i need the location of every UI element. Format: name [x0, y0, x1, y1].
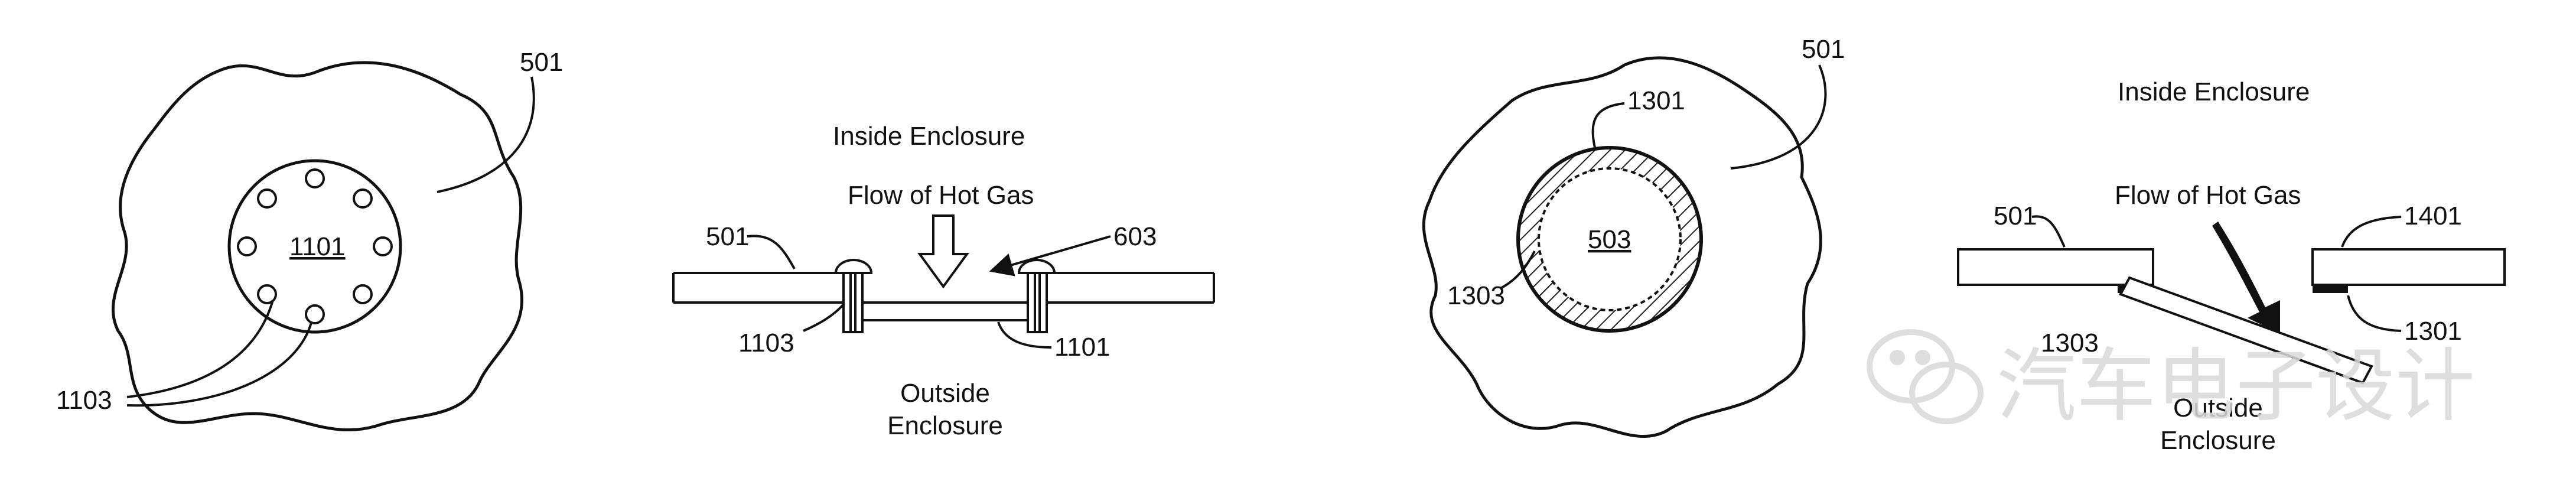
watermark: 汽车电子设计: [1867, 329, 2475, 433]
figure-d: Inside Enclosure Flow of Hot Gas 501 140…: [1957, 77, 2506, 455]
enclosure-ref-label-d: 501: [1994, 201, 2037, 230]
leader-line-603-b: [989, 235, 1111, 277]
hinge-right-ref-label-d: 1301: [2404, 317, 2462, 346]
opening-ref-label-b: 603: [1113, 222, 1157, 251]
leader-line-501-a: [437, 76, 535, 193]
figure-a: 1101 501 1103: [56, 48, 563, 431]
hole: [373, 236, 393, 256]
inside-enclosure-label-b: Inside Enclosure: [833, 122, 1025, 151]
leader-line-1301-d: [2347, 295, 2402, 332]
leader-line-501-c: [1730, 64, 1827, 170]
rivet-right: [1017, 259, 1056, 333]
hole: [353, 284, 373, 304]
leader-line-1301-c: [1591, 102, 1625, 148]
enclosure-ref-label-b: 501: [706, 222, 749, 251]
inside-enclosure-label-d: Inside Enclosure: [2118, 77, 2310, 106]
leader-line-501-d: [2031, 215, 2066, 248]
vent-plate-section: [849, 301, 1041, 321]
leader-line-1101-b: [997, 321, 1052, 349]
figure-b: Inside Enclosure Flow of Hot Gas 5: [672, 122, 1215, 440]
figure-c: 503 1301 1303 501: [1422, 35, 1845, 438]
hinge-left-ref-label-d: 1303: [2041, 329, 2099, 357]
enclosure-wall-left-d: [1957, 248, 2154, 286]
wechat-icon: [1867, 329, 1984, 424]
leader-line-1401-d: [2341, 216, 2402, 248]
outside-label-line1-b: Outside: [900, 379, 990, 408]
leader-line-501-b: [747, 235, 796, 269]
vent-plate-circle: [227, 159, 402, 334]
hole: [237, 236, 257, 256]
leader-line-1303-c: [1500, 251, 1536, 290]
leader-line-1103-b: [803, 303, 845, 332]
ring-ref-label-c: 1301: [1627, 86, 1685, 115]
vent-ref-label-c: 503: [1588, 225, 1631, 254]
enclosure-wall-right-d: [2311, 248, 2506, 286]
leader-line-1103-a2: [126, 322, 312, 407]
enclosure-ref-label-a: 501: [520, 48, 563, 77]
flap-ref-label-d: 1401: [2404, 201, 2462, 230]
flow-of-hot-gas-label-d: Flow of Hot Gas: [2115, 181, 2301, 210]
enclosure-outline-c: [1422, 56, 1822, 438]
hole: [353, 188, 373, 209]
enclosure-wall-b: [672, 272, 1215, 304]
rivet-ref-label-b: 1103: [738, 329, 794, 357]
enclosure-outline-a: [111, 61, 524, 431]
ring-inner-ref-label-c: 1303: [1447, 281, 1505, 310]
hinge-right-d: [2313, 285, 2348, 293]
rivet-left: [834, 259, 873, 333]
plate-ref-label-b: 1101: [1054, 333, 1110, 362]
hole: [257, 284, 277, 304]
flow-arrow-b: [917, 214, 969, 289]
hole-ring: [237, 168, 393, 324]
outside-label-line1-d: Outside: [2173, 394, 2263, 422]
watermark-text: 汽车电子设计: [1997, 340, 2475, 433]
outside-label-line2-b: Enclosure: [887, 411, 1003, 440]
flow-arrow-d: [2212, 222, 2280, 334]
hole: [305, 304, 325, 324]
hole: [257, 188, 277, 209]
leader-line-1103-a1: [126, 300, 274, 398]
vent-flap-d: [2119, 276, 2373, 385]
vent-core: [1538, 167, 1682, 311]
plate-ref-label: 1101: [289, 232, 346, 261]
flow-of-hot-gas-label-b: Flow of Hot Gas: [848, 181, 1034, 210]
outside-label-line2-d: Enclosure: [2160, 426, 2276, 455]
hole-ref-label: 1103: [56, 386, 112, 415]
enclosure-ref-label-c: 501: [1802, 35, 1845, 64]
hole: [305, 168, 325, 188]
